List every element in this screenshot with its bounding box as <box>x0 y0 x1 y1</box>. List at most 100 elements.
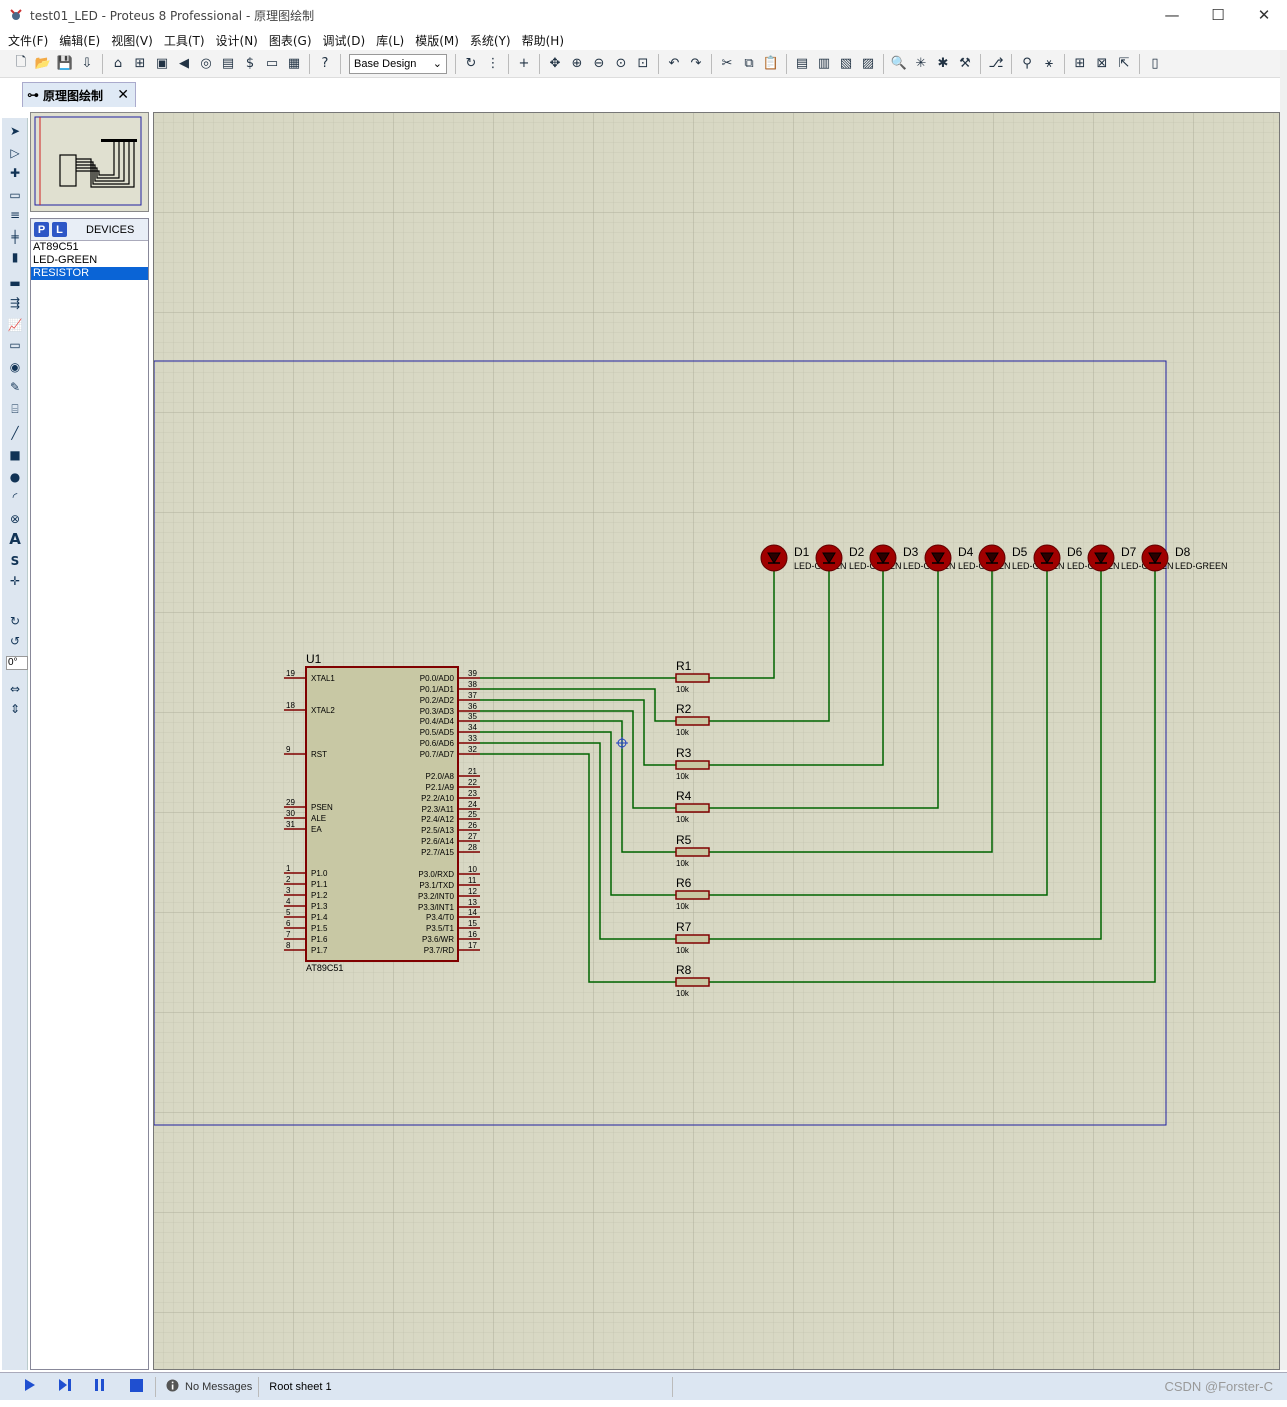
package-tool-icon[interactable]: ✱ <box>937 56 949 71</box>
marker-icon[interactable]: ✛ <box>9 574 21 588</box>
make-device-icon[interactable]: ✳ <box>915 56 927 71</box>
step-button[interactable] <box>58 1378 72 1395</box>
vertical-scrollbar[interactable] <box>1280 50 1287 1370</box>
junction-dot-icon[interactable]: ✚ <box>9 166 21 180</box>
rotation-angle-field[interactable]: 0° <box>6 656 28 670</box>
menu-item-0[interactable]: 文件(F) <box>8 33 49 48</box>
menu-item-3[interactable]: 工具(T) <box>163 33 205 48</box>
refresh-icon[interactable]: ↻ <box>465 56 477 71</box>
tab-schematic-capture[interactable]: ⊶ 原理图绘制 ✕ <box>22 82 136 107</box>
new-file-icon[interactable]: 🗋 <box>15 54 27 70</box>
minimize-button[interactable]: — <box>1164 6 1180 24</box>
undo-icon[interactable]: ↶ <box>668 56 680 71</box>
menu-item-9[interactable]: 系统(Y) <box>469 33 511 48</box>
graph-icon[interactable]: 📈 <box>7 318 23 332</box>
menu-item-4[interactable]: 设计(N) <box>215 33 258 48</box>
zoom-in-icon[interactable]: ⊕ <box>571 56 583 71</box>
3d-view-icon[interactable]: ◎ <box>200 56 212 71</box>
wire-autorouter-icon[interactable]: ⎇ <box>988 56 1004 71</box>
component-mode-icon[interactable]: ▷ <box>10 146 20 160</box>
subcircuit-icon[interactable]: ▮ <box>11 250 19 264</box>
paste-icon[interactable]: 📋 <box>762 56 780 71</box>
zoom-area-icon[interactable]: ⊡ <box>637 56 649 71</box>
bill-icon[interactable]: $ <box>245 56 255 71</box>
device-item[interactable]: AT89C51 <box>33 241 79 253</box>
flip-horizontal-icon[interactable]: ⇔ <box>9 682 21 696</box>
selection-mode-icon[interactable]: ➤ <box>9 124 21 138</box>
property-assignment-icon[interactable]: ⚹ <box>1045 56 1053 71</box>
terminals-icon[interactable]: ▬ <box>9 276 21 290</box>
remove-sheet-icon[interactable]: ⊠ <box>1096 56 1108 71</box>
home-icon[interactable]: ⌂ <box>113 56 123 71</box>
grid-icon[interactable]: ⋮ <box>486 56 500 71</box>
close-button[interactable]: ✕ <box>1257 6 1271 24</box>
menu-item-5[interactable]: 图表(G) <box>268 33 312 48</box>
decompose-icon[interactable]: ⚒ <box>959 56 971 71</box>
help-icon[interactable]: ? <box>321 56 329 71</box>
virtual-instruments-icon[interactable]: ⌸ <box>11 401 19 416</box>
voltage-probe-icon[interactable]: ✎ <box>9 380 21 394</box>
menu-item-7[interactable]: 库(L) <box>376 33 405 48</box>
flip-vertical-icon[interactable]: ⇕ <box>9 702 21 716</box>
menu-item-2[interactable]: 视图(V) <box>111 33 153 48</box>
zoom-all-icon[interactable]: ⊙ <box>615 56 627 71</box>
overview-window[interactable] <box>30 112 149 212</box>
pause-button[interactable] <box>94 1378 106 1395</box>
symbol-tool-icon[interactable]: S <box>10 554 20 568</box>
messages-status[interactable]: No Messages <box>185 1380 253 1393</box>
stop-button[interactable] <box>130 1378 143 1395</box>
generator-icon[interactable]: ◉ <box>9 360 21 374</box>
exit-to-parent-icon[interactable]: ⇱ <box>1118 56 1130 71</box>
schematic-icon[interactable]: ⊞ <box>134 56 146 71</box>
text-script-icon[interactable]: ≡ <box>9 208 21 222</box>
menu-item-6[interactable]: 调试(D) <box>322 33 366 48</box>
bus-icon[interactable]: ╪ <box>11 230 19 244</box>
menu-item-10[interactable]: 帮助(H) <box>521 33 565 48</box>
netlist-icon[interactable]: ▯ <box>1151 56 1159 71</box>
save-icon[interactable]: 💾 <box>56 56 74 71</box>
block-copy-icon[interactable]: ▤ <box>795 56 809 71</box>
play-button[interactable] <box>24 1378 36 1395</box>
pcb-icon[interactable]: ▣ <box>155 56 169 71</box>
path-icon[interactable]: ⊗ <box>9 512 21 526</box>
device-item[interactable]: RESISTOR <box>31 267 148 280</box>
bom-icon[interactable]: ▤ <box>221 56 235 71</box>
library-manager-button[interactable]: L <box>52 222 67 237</box>
maximize-button[interactable]: ☐ <box>1211 6 1225 24</box>
block-move-icon[interactable]: ▥ <box>817 56 831 71</box>
source-code-icon[interactable]: ▭ <box>265 56 279 71</box>
notes-icon[interactable]: ▦ <box>287 56 301 71</box>
schematic-sheet[interactable]: U1AT89C5119XTAL118XTAL29RST29PSEN30ALE31… <box>154 113 1280 1370</box>
pan-icon[interactable]: ✥ <box>549 56 561 71</box>
line-icon[interactable]: ╱ <box>11 426 19 440</box>
box-icon[interactable]: ■ <box>9 448 21 462</box>
design-variant-select[interactable]: Base Design⌄ <box>349 53 447 74</box>
rotate-cw-icon[interactable]: ↻ <box>9 614 21 628</box>
copy-icon[interactable]: ⧉ <box>744 56 754 71</box>
device-item[interactable]: LED-GREEN <box>33 254 98 266</box>
menu-item-8[interactable]: 模版(M) <box>415 33 459 48</box>
pick-device-icon[interactable]: 🔍 <box>890 56 908 71</box>
search-tag-icon[interactable]: ⚲ <box>1022 56 1032 71</box>
origin-icon[interactable]: + <box>518 56 530 71</box>
wire-label-icon[interactable]: ▭ <box>9 188 21 202</box>
rotate-ccw-icon[interactable]: ↺ <box>9 634 21 648</box>
block-rotate-icon[interactable]: ▧ <box>839 56 853 71</box>
new-sheet-icon[interactable]: ⊞ <box>1074 56 1086 71</box>
close-tab-icon[interactable]: ✕ <box>117 87 129 103</box>
import-icon[interactable]: ⇩ <box>81 56 93 71</box>
arc-icon[interactable]: ◜ <box>12 490 18 504</box>
redo-icon[interactable]: ↷ <box>690 56 702 71</box>
tape-recorder-icon[interactable]: ▭ <box>9 338 21 352</box>
cut-icon[interactable]: ✂ <box>721 56 733 71</box>
block-delete-icon[interactable]: ▨ <box>861 56 875 71</box>
menu-item-1[interactable]: 编辑(E) <box>59 33 101 48</box>
zoom-out-icon[interactable]: ⊖ <box>593 56 605 71</box>
device-pins-icon[interactable]: ⇶ <box>9 296 21 310</box>
pick-devices-button[interactable]: P <box>34 222 49 237</box>
circle-icon[interactable]: ● <box>9 470 21 484</box>
gerber-icon[interactable]: ◀ <box>179 56 189 71</box>
text-tool-icon[interactable]: A <box>9 530 21 548</box>
open-folder-icon[interactable]: 📂 <box>34 56 52 71</box>
